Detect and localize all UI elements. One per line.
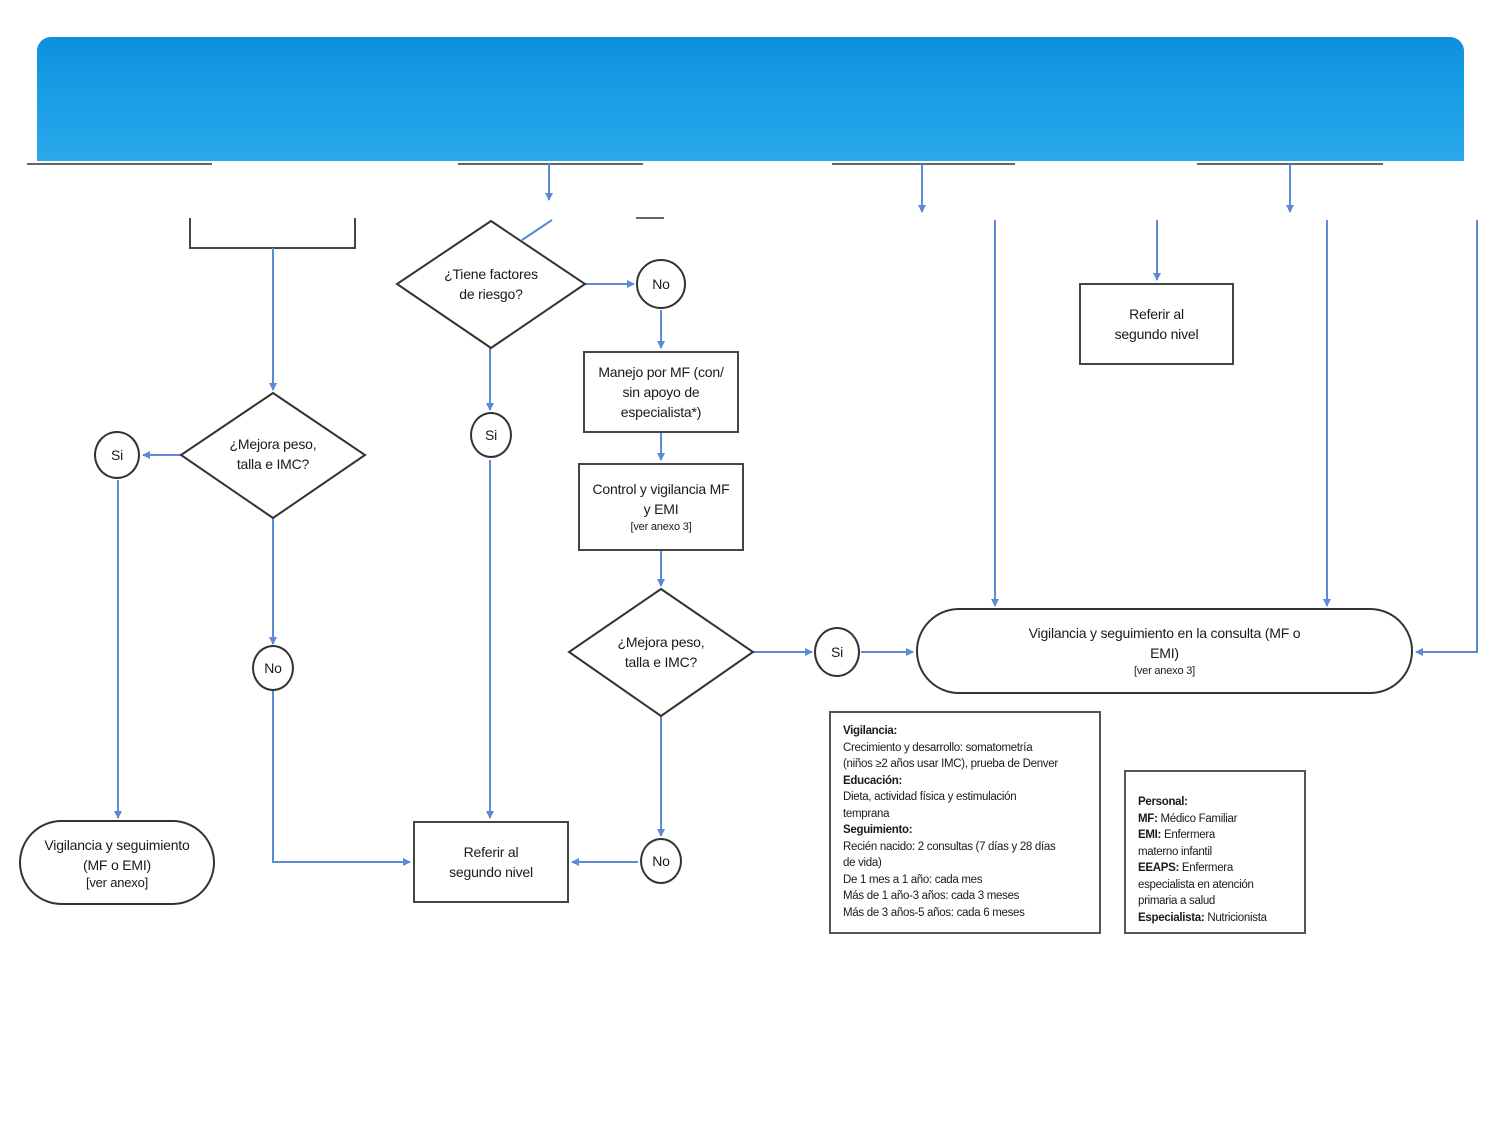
note-seguimiento-line: De 1 mes a 1 año: cada mes (843, 873, 983, 886)
note-personal-especialista-key: Especialista: (1138, 911, 1205, 924)
partial-box (189, 218, 356, 249)
note-vigilancia-line: (niños ≥2 años usar IMC), prueba de Denv… (843, 758, 1058, 770)
note-personal-eeaps-value-3: primaria a salud (1138, 895, 1216, 907)
note-personal-heading: Personal: (1138, 796, 1188, 808)
note-personal-emi-value-2: materno infantil (1138, 845, 1212, 858)
decision-mejora-center-label: ¿Mejora peso, talla e IMC? (617, 634, 705, 670)
note-seguimiento-heading: Seguimiento: (843, 824, 913, 836)
header-banner (37, 37, 1464, 161)
vigilancia-consulta-ref: [ver anexo 3] (1134, 665, 1195, 677)
decision-risk-shape (395, 219, 587, 350)
refer-top-right-box: Referir al segundo nivel (1079, 283, 1234, 365)
note-personal-eeaps-key: EEAPS: (1138, 862, 1180, 874)
vigilancia-left-label: Vigilancia y seguimiento (MF o EMI) (44, 836, 190, 873)
decision-mejora-left: ¿Mejora peso, talla e IMC? (210, 432, 336, 476)
note-seguimiento-line: de vida) (843, 857, 882, 869)
connector-lines (114, 164, 1478, 866)
refer-center-box: Referir al segundo nivel (413, 821, 569, 903)
answer-si-risk: Si (470, 412, 512, 458)
decision-mejora-center-shape (567, 587, 755, 718)
vigilancia-left-ref: [ver anexo] (85, 874, 149, 890)
manejo-label: Manejo por MF (con/ sin apoyo de especia… (598, 364, 724, 420)
vigilancia-consulta-label: Vigilancia y seguimiento en la consulta … (1028, 625, 1301, 661)
decision-risk: ¿Tiene factores de riesgo? (420, 262, 562, 306)
note-personal-mf-value: Médico Familiar (1157, 812, 1238, 825)
decision-risk-label: ¿Tiene factores de riesgo? (444, 266, 538, 302)
note-personal-emi-key: EMI: (1138, 829, 1162, 841)
refer-center-label: Referir al segundo nivel (449, 844, 533, 880)
personal-note: Personal: MF: Médico Familiar EMI: Enfer… (1124, 770, 1306, 934)
note-seguimiento-line: Recién nacido: 2 consultas (7 días y 28 … (843, 840, 1056, 853)
note-personal-eeaps-value-2: especialista en atención (1138, 878, 1254, 891)
decision-mejora-left-label: ¿Mejora peso, talla e IMC? (229, 436, 317, 472)
answer-no-top: No (636, 259, 686, 309)
control-label: Control y vigilancia MF y EMI (592, 481, 730, 517)
manejo-box: Manejo por MF (con/ sin apoyo de especia… (583, 351, 739, 433)
note-vigilancia-heading: Vigilancia: (843, 725, 898, 737)
answer-no-left: No (252, 645, 294, 691)
vigilancia-note: Vigilancia: Crecimiento y desarrollo: so… (829, 711, 1101, 934)
note-seguimiento-line: Más de 1 año-3 años: cada 3 meses (843, 890, 1020, 902)
note-personal-eeaps-value: Enfermera (1179, 862, 1233, 874)
note-personal-especialista-value: Nutricionista (1204, 911, 1267, 924)
vigilancia-consulta-terminal: Vigilancia y seguimiento en la consulta … (916, 608, 1413, 694)
note-vigilancia-line: Crecimiento y desarrollo: somatometría (843, 741, 1033, 754)
answer-si-center: Si (814, 627, 860, 677)
answer-no-center: No (640, 838, 682, 884)
answer-si-left: Si (94, 431, 140, 479)
control-ref: [ver anexo 3] (630, 521, 692, 533)
note-seguimiento-line: Más de 3 años-5 años: cada 6 meses (843, 906, 1025, 919)
note-educacion-line: temprana (843, 807, 890, 820)
note-educacion-line: Dieta, actividad física y estimulación (843, 791, 1017, 803)
vigilancia-left-terminal: Vigilancia y seguimiento (MF o EMI) [ver… (19, 820, 215, 905)
decision-mejora-left-shape (179, 391, 367, 520)
decision-mejora-center: ¿Mejora peso, talla e IMC? (598, 630, 724, 674)
refer-top-right-label: Referir al segundo nivel (1114, 306, 1199, 342)
banner-rules (27, 163, 1383, 219)
control-box: Control y vigilancia MF y EMI [ver anexo… (578, 463, 744, 551)
note-personal-mf-key: MF: (1138, 812, 1158, 825)
note-personal-emi-value: Enfermera (1161, 829, 1215, 841)
note-educacion-heading: Educación: (843, 774, 902, 787)
